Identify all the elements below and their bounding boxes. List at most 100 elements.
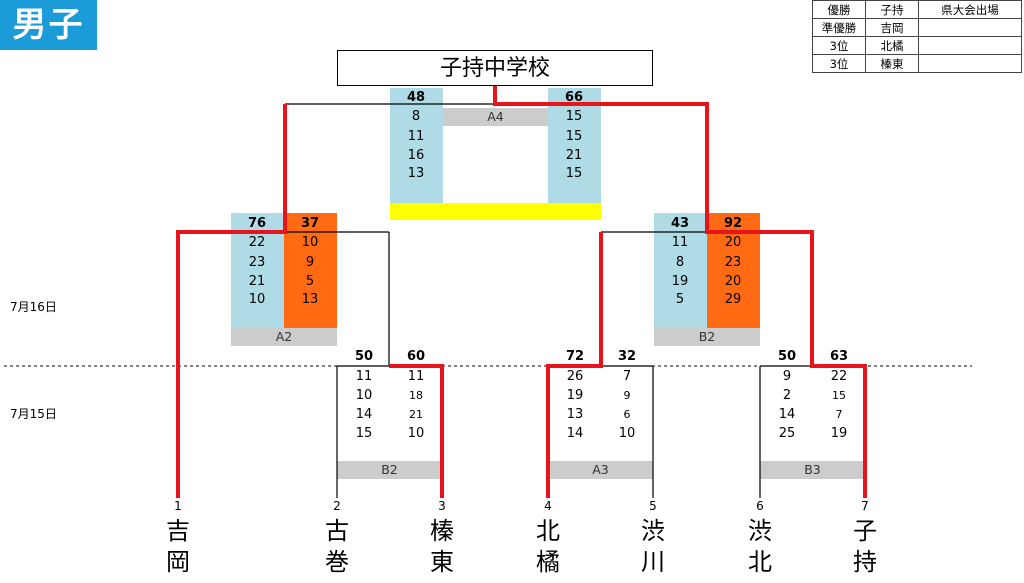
final-right-set: 15 xyxy=(565,109,583,124)
r1-b2-left-total: 50 xyxy=(354,349,374,364)
team-number: 3 xyxy=(438,499,446,513)
r1-b3-left-set: 9 xyxy=(782,369,792,384)
r1-b3-right-total: 63 xyxy=(829,349,849,364)
semi-a2-right-total: 37 xyxy=(300,216,320,231)
semi-b2-right-total: 92 xyxy=(723,216,743,231)
semi-b2-right-set: 20 xyxy=(724,235,742,250)
results-cell: 県大会出場 xyxy=(918,0,1022,19)
team-name: 榛 東 xyxy=(422,516,462,578)
results-cell: 北橘 xyxy=(865,36,919,55)
results-cell xyxy=(918,18,1022,37)
r1-a3-right-total: 32 xyxy=(617,349,637,364)
results-cell: 子持 xyxy=(865,0,919,19)
final-right-column xyxy=(548,88,601,203)
team-number: 5 xyxy=(649,499,657,513)
r1-b3-left-set: 14 xyxy=(778,407,796,422)
semi-b2-left-set: 8 xyxy=(675,255,685,270)
results-cell xyxy=(918,54,1022,73)
r1-b3-right-set: 15 xyxy=(832,389,846,402)
team-name-char: 川 xyxy=(641,548,665,576)
team-number: 2 xyxy=(333,499,341,513)
r1-b3-right-set: 19 xyxy=(830,426,848,441)
results-cell: 榛東 xyxy=(865,54,919,73)
final-yellow-bar xyxy=(390,203,601,220)
team-name-char: 東 xyxy=(430,548,454,576)
r1-b2-left-set: 15 xyxy=(355,426,373,441)
results-cell xyxy=(918,36,1022,55)
r1-a3-left-set: 19 xyxy=(566,388,584,403)
date-day2: 7月16日 xyxy=(10,300,57,314)
semi-b2-left-total: 43 xyxy=(670,216,690,231)
semi-a2-right-set: 10 xyxy=(301,235,319,250)
r1-a3-right-set: 10 xyxy=(618,426,636,441)
r1-b3-left-total: 50 xyxy=(777,349,797,364)
final-left-set: 8 xyxy=(411,109,421,124)
semi-a2-right-set: 9 xyxy=(305,255,315,270)
results-cell: 優勝 xyxy=(812,0,866,19)
final-left-set: 16 xyxy=(407,148,425,163)
r1-b2-right-set: 11 xyxy=(407,369,425,384)
results-row: 優勝 子持 県大会出場 xyxy=(812,0,1022,19)
results-cell: 3位 xyxy=(812,36,866,55)
semi-b2-right-set: 23 xyxy=(724,255,742,270)
semi-a2-left-set: 22 xyxy=(248,235,266,250)
team-name-char: 北 xyxy=(536,517,560,545)
semi-a2-left-set: 23 xyxy=(248,255,266,270)
semi-a2-court-bar xyxy=(231,328,337,346)
r1-a3-left-total: 72 xyxy=(565,349,585,364)
final-court-label: A4 xyxy=(487,109,504,124)
team-name-char: 持 xyxy=(853,548,877,576)
r1-a3-left-set: 26 xyxy=(566,369,584,384)
semi-a2-right-set: 13 xyxy=(301,292,319,307)
final-right-total: 66 xyxy=(564,90,584,105)
final-left-total: 48 xyxy=(406,90,426,105)
results-cell: 3位 xyxy=(812,54,866,73)
r1-b2-right-set: 18 xyxy=(409,389,423,402)
team-name: 古 巻 xyxy=(317,516,357,578)
team-name-char: 古 xyxy=(325,517,349,545)
final-left-column xyxy=(390,88,443,203)
r1-b2-left-set: 11 xyxy=(355,369,373,384)
r1-b2-right-total: 60 xyxy=(406,349,426,364)
semi-b2-left-set: 19 xyxy=(671,274,689,289)
team-name: 渋 川 xyxy=(633,516,673,578)
semi-a2-left-set: 21 xyxy=(248,274,266,289)
r1-b2-right-set: 10 xyxy=(407,426,425,441)
r1-b2-court-bar xyxy=(337,461,442,479)
results-cell: 吉岡 xyxy=(865,18,919,37)
bracket-lines xyxy=(285,86,812,498)
semi-a2-right-set: 5 xyxy=(305,274,315,289)
results-table: 優勝 子持 県大会出場 準優勝 吉岡 3位 北橘 3位 榛東 xyxy=(812,0,1022,73)
host-school-title: 子持中学校 xyxy=(337,50,653,86)
team-number: 7 xyxy=(861,499,869,513)
semi-b2-court-label: B2 xyxy=(698,329,716,344)
semi-b2-right-set: 29 xyxy=(724,292,742,307)
semi-a2-court-label: A2 xyxy=(275,329,293,344)
final-left-set: 13 xyxy=(407,166,425,181)
team-name: 子 持 xyxy=(845,516,885,578)
semi-b2-right-set: 20 xyxy=(724,274,742,289)
r1-a3-court-label: A3 xyxy=(592,462,609,477)
final-left-set: 11 xyxy=(407,129,425,144)
r1-b3-right-set: 7 xyxy=(835,408,843,421)
team-name: 渋 北 xyxy=(740,516,780,578)
final-court-bar xyxy=(443,108,548,126)
r1-a3-left-set: 13 xyxy=(566,407,584,422)
final-right-set: 21 xyxy=(565,148,583,163)
team-name-char: 渋 xyxy=(641,517,665,545)
team-name-char: 巻 xyxy=(325,548,349,576)
semi-a2-left-total: 76 xyxy=(247,216,267,231)
r1-a3-right-set: 6 xyxy=(623,408,631,421)
team-name-char: 榛 xyxy=(430,517,454,545)
r1-b2-court-label: B2 xyxy=(381,462,398,477)
results-row: 3位 北橘 xyxy=(812,36,1022,55)
r1-b3-court-bar xyxy=(760,461,865,479)
semi-b2-left-set: 5 xyxy=(675,292,685,307)
winner-path xyxy=(176,86,867,498)
team-name-char: 子 xyxy=(853,517,877,545)
r1-a3-right-set: 7 xyxy=(622,369,632,384)
team-name-char: 吉 xyxy=(166,517,190,545)
r1-a3-court-bar xyxy=(548,461,653,479)
r1-b3-court-label: B3 xyxy=(804,462,821,477)
